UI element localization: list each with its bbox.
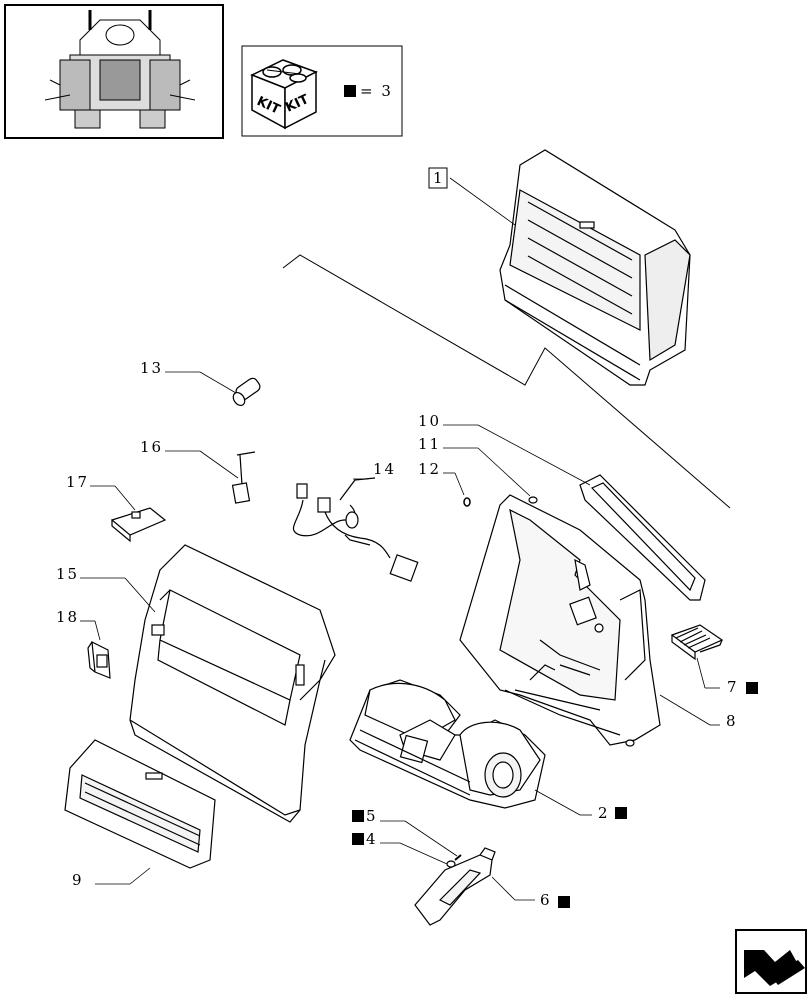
- tractor-thumbnail[interactable]: [4, 4, 224, 139]
- callout-10: 10: [418, 412, 441, 430]
- part-2-blower-assembly[interactable]: [349, 679, 546, 809]
- callout-15: 15: [56, 565, 79, 583]
- callout-2: 2: [598, 804, 610, 822]
- part-5-screw[interactable]: [454, 854, 462, 861]
- arrow-icon: [744, 950, 805, 986]
- callout-17: 17: [66, 473, 89, 491]
- kit-legend-text: = 3: [360, 82, 393, 100]
- callout-5-kit-marker: [352, 810, 364, 822]
- part-7-resistor[interactable]: [670, 624, 724, 661]
- callout-9: 9: [72, 871, 84, 889]
- part-18-clip[interactable]: [87, 640, 111, 679]
- next-page-arrow-button[interactable]: [735, 929, 807, 994]
- callout-12: 12: [418, 460, 441, 478]
- callout-14: 14: [373, 460, 396, 478]
- callout-6: 6: [540, 891, 552, 909]
- kit-box-icon: [250, 59, 318, 130]
- callout-4-kit-marker: [352, 833, 364, 845]
- part-6-bracket[interactable]: [414, 847, 496, 926]
- part-12-nut[interactable]: [463, 497, 471, 507]
- callout-4: 4: [366, 830, 378, 848]
- part-15-front-housing[interactable]: [129, 544, 336, 823]
- callout-8: 8: [726, 712, 738, 730]
- callout-6-kit-marker: [558, 896, 570, 908]
- callout-13: 13: [140, 359, 163, 377]
- callout-16: 16: [140, 438, 163, 456]
- part-4-nut[interactable]: [446, 860, 456, 868]
- section-break-line: [282, 254, 731, 509]
- part-17-clip[interactable]: [110, 507, 167, 543]
- callout-5: 5: [366, 807, 378, 825]
- part-9-filter-panel[interactable]: [64, 739, 216, 869]
- part-16-sensor[interactable]: [231, 451, 256, 504]
- part-11-screw[interactable]: [528, 496, 538, 504]
- callout-1: 1: [433, 169, 445, 187]
- callout-2-kit-marker: [615, 807, 627, 819]
- callout-7: 7: [727, 678, 739, 696]
- part-14-wiring-harness[interactable]: [292, 477, 419, 582]
- part-10-gasket[interactable]: [579, 474, 706, 601]
- callout-1-box: 1: [428, 167, 448, 189]
- callout-11: 11: [418, 435, 441, 453]
- kit-legend-box: KIT KIT = 3: [241, 45, 403, 137]
- kit-marker-square: [344, 85, 356, 97]
- callout-18: 18: [56, 608, 79, 626]
- part-1-housing[interactable]: [499, 149, 691, 386]
- part-13-connector[interactable]: [231, 376, 262, 407]
- part-8-evaporator-housing[interactable]: [459, 494, 661, 747]
- callout-7-kit-marker: [746, 682, 758, 694]
